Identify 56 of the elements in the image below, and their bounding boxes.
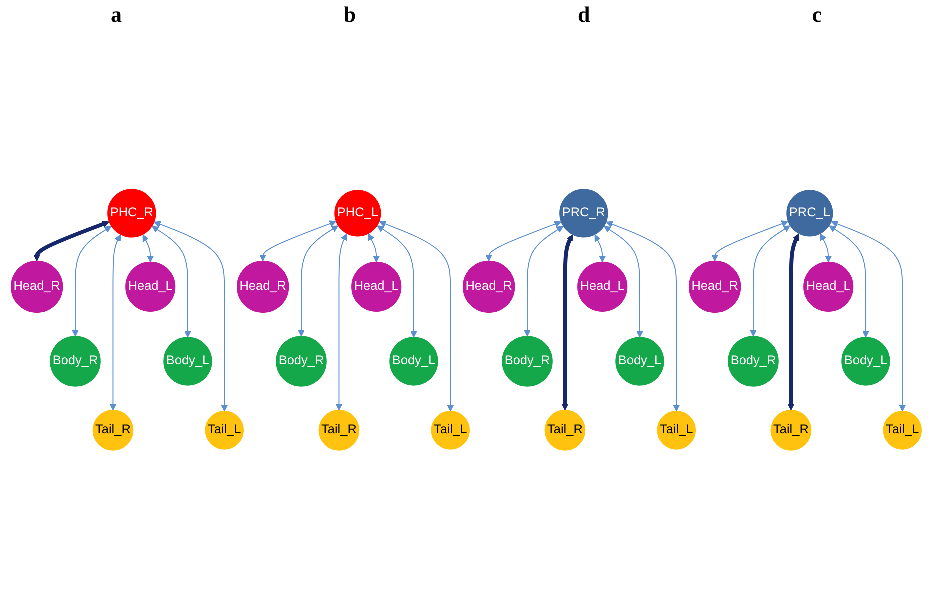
arrow [152, 226, 192, 338]
arrow [831, 220, 906, 412]
node-circle: Tail_R [544, 410, 586, 451]
node-circle: Body_R [502, 336, 553, 387]
node-circle: Tail_L [431, 411, 470, 450]
node-circle: Tail_R [92, 410, 134, 451]
arrow [336, 234, 348, 411]
node-circle: Head_R [236, 260, 290, 314]
node-circle: Tail_L [883, 411, 922, 450]
node-circle: Body_R [728, 336, 779, 387]
node-circle: Tail_L [657, 411, 696, 450]
arrow [379, 220, 454, 412]
node-circle: Head_R [10, 260, 64, 314]
arrow [34, 221, 110, 262]
node-circle: Tail_R [770, 410, 812, 451]
node-circle: Head_R [462, 260, 516, 314]
arrow [524, 226, 564, 337]
arrow [110, 234, 122, 411]
arrow [486, 221, 562, 262]
node-circle: Body_L [164, 337, 212, 386]
panel-letter: b [344, 2, 356, 28]
node-circle: Body_R [276, 336, 327, 387]
arrow [820, 234, 832, 263]
arrow [562, 234, 574, 411]
node-circle: Head_L [578, 262, 628, 312]
arrow [72, 226, 112, 337]
node-circle: Head_L [126, 262, 176, 312]
node-circle: Body_L [390, 337, 438, 386]
panel-letter: d [578, 2, 590, 28]
arrow [788, 234, 800, 411]
arrow [829, 226, 870, 338]
panel-letter: c [812, 2, 822, 28]
node-circle: Head_L [352, 262, 402, 312]
arrow [368, 234, 380, 263]
arrow [604, 226, 644, 338]
arrow [298, 226, 339, 337]
arrow [377, 226, 418, 338]
node-circle: Body_R [50, 336, 101, 387]
arrow [142, 234, 154, 263]
arrow [260, 220, 337, 262]
node-circle: Body_L [616, 337, 664, 386]
arrow [154, 221, 228, 412]
node-circle: PRC_R [560, 189, 608, 238]
node-circle: Head_L [804, 262, 854, 312]
arrow [606, 221, 680, 412]
node-circle: Body_L [842, 337, 890, 386]
node-circle: Head_R [688, 260, 742, 314]
arrow [712, 220, 789, 262]
node-circle: PHC_L [334, 190, 382, 237]
node-circle: Tail_L [205, 411, 244, 450]
node-circle: PRC_L [786, 190, 834, 237]
arrow [750, 226, 791, 337]
node-circle: PHC_R [108, 189, 156, 238]
node-circle: Tail_R [318, 410, 360, 451]
arrow [594, 234, 606, 263]
panel-letter: a [110, 2, 122, 28]
